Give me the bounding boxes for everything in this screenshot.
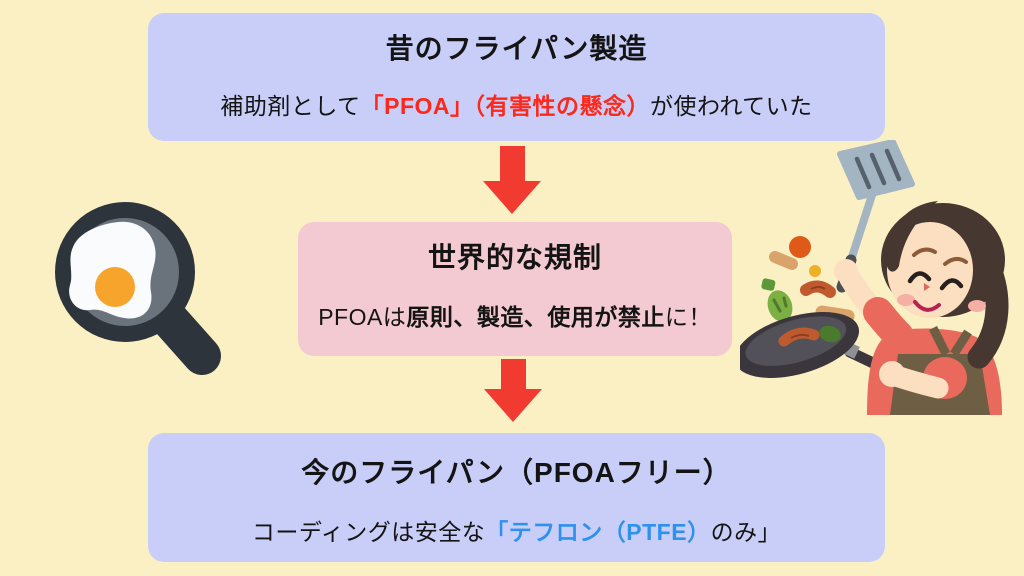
current-body-ptfe-highlight: 「テフロン（PTFE） [485,519,711,545]
face [887,222,973,318]
frying-pan [740,312,898,378]
flow-box-past-frying-pan: 昔のフライパン製造 補助剤として「PFOA」（有害性の懸念）が使われていた [148,13,885,141]
eyebrow [912,247,937,257]
fried-egg-pan-illustration [55,202,221,375]
past-body-suffix: が使われていた [650,93,813,119]
current-body-prefix: コーディングは安全な [251,519,486,545]
mouth [913,300,941,312]
past-body-prefix: 補助剤として [220,93,361,119]
past-box-body: 補助剤として「PFOA」（有害性の懸念）が使われていた [148,87,885,121]
cooking-woman-illustration [740,140,1009,415]
blush [968,300,986,312]
regulation-box-title: 世界的な規制 [427,242,602,273]
past-body-pfoa-highlight: 「PFOA」（有害性の懸念） [360,93,651,119]
flying-food [761,236,855,323]
down-arrow-head [484,389,542,422]
apron-straps [928,325,972,357]
regulation-box-body: PFOAは原則、製造、使用が禁止に！ [298,298,732,332]
closed-eye [939,278,964,291]
current-box-title: 今のフライパン（PFOAフリー） [301,457,732,488]
current-body-suffix: のみ」 [710,519,782,545]
eyebrow [943,257,968,266]
down-arrow-head [483,181,541,214]
hand-on-spatula [834,259,858,283]
closed-eye [907,271,932,284]
pan-handle [151,301,221,375]
regulation-body-prefix: PFOAは [318,304,407,330]
nose [924,283,930,291]
blush [897,294,915,306]
down-arrow-shaft [501,359,526,390]
down-arrow-shaft [500,146,525,182]
bangs [886,201,938,272]
flow-box-current-frying-pan: 今のフライパン（PFOAフリー） コーディングは安全な「テフロン（PTFE）のみ… [148,433,885,562]
hand-on-pan [879,361,905,387]
egg-yolk [95,267,135,307]
regulation-body-suffix: に！ [664,304,712,330]
current-box-body: コーディングは安全な「テフロン（PTFE）のみ」 [148,513,885,547]
head [881,201,1009,369]
regulation-body-bold: 原則、製造、使用が禁止 [406,304,665,330]
past-box-title: 昔のフライパン製造 [385,33,648,64]
flow-box-global-regulation: 世界的な規制 PFOAは原則、製造、使用が禁止に！ [298,222,732,356]
